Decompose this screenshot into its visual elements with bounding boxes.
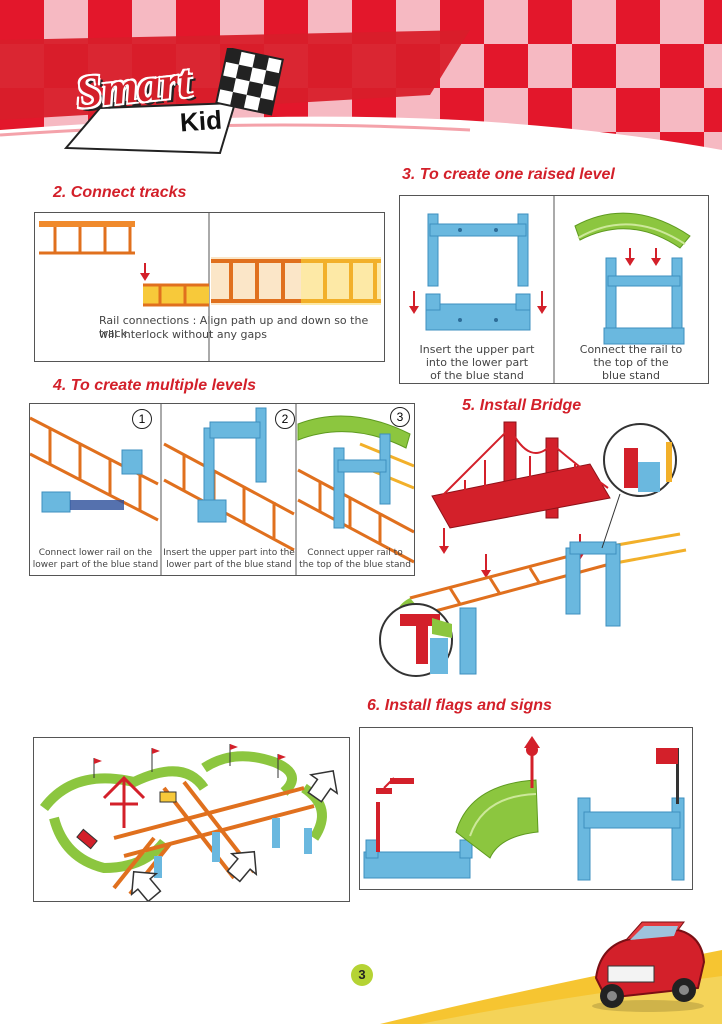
section-title-install-bridge: 5. Install Bridge <box>462 397 582 414</box>
raised-level-panel: Insert the upper part into the lower par… <box>399 195 709 384</box>
caption-right-line3: blue stand <box>601 369 660 382</box>
caption-right-line1: Connect the rail to <box>579 343 683 356</box>
connect-tracks-caption-line2: will interlock without any gaps <box>99 328 267 341</box>
track-layout-illustration <box>40 744 339 901</box>
flags-overview-panel <box>33 737 350 902</box>
step-2-caption-line1: Insert the upper part into the <box>163 548 295 558</box>
section-title-raised-level: 3. To create one raised level <box>402 166 615 183</box>
step-1-caption-line2: lower part of the blue stand <box>32 560 159 570</box>
step-1-badge: 1 <box>132 409 152 429</box>
multiple-levels-panel: 1 2 3 Connect lower rail on the lower pa… <box>29 403 415 576</box>
caption-right-line2: the top of the <box>593 356 669 369</box>
step-3-badge: 3 <box>390 407 410 427</box>
step-2-caption: Insert the upper part into the lower par… <box>162 547 296 571</box>
caption-left-line3: of the blue stand <box>430 369 524 382</box>
raised-level-illustration <box>409 196 691 383</box>
step-1-caption-line1: Connect lower rail on the <box>38 548 153 558</box>
step-2-badge: 2 <box>275 409 295 429</box>
connect-tracks-caption-line1: Rail connections : Align path up and dow… <box>99 314 369 340</box>
logo-text-kid: Kid <box>178 104 223 138</box>
smart-kid-logo: Smart Kid <box>60 46 300 158</box>
step-1-caption: Connect lower rail on the lower part of … <box>30 547 161 571</box>
connect-tracks-panel: Rail connections : Align path up and dow… <box>34 212 385 362</box>
connect-tracks-illustration <box>39 213 381 361</box>
bridge-illustration <box>370 418 700 684</box>
raised-level-caption-left: Insert the upper part into the lower par… <box>404 343 550 382</box>
step-3-caption: Connect upper rail to the top of the blu… <box>296 547 414 571</box>
section-title-multiple-levels: 4. To create multiple levels <box>53 377 257 394</box>
step-3-caption-line1: Connect upper rail to <box>307 548 403 558</box>
step-3-caption-line2: the top of the blue stand <box>299 560 411 570</box>
caption-left-line1: Insert the upper part <box>419 343 535 356</box>
section-title-connect-tracks: 2. Connect tracks <box>53 184 187 201</box>
multiple-levels-illustration <box>30 404 414 575</box>
caption-left-line2: into the lower part <box>425 356 529 369</box>
flags-signs-illustration <box>363 736 685 881</box>
raised-level-caption-right: Connect the rail to the top of the blue … <box>558 343 704 382</box>
red-toy-car-image <box>586 918 710 1014</box>
section-title-flags-signs: 6. Install flags and signs <box>367 697 552 714</box>
step-2-caption-line2: lower part of the blue stand <box>166 560 292 570</box>
page-number: 3 <box>351 964 373 986</box>
flags-detail-panel <box>359 727 693 890</box>
